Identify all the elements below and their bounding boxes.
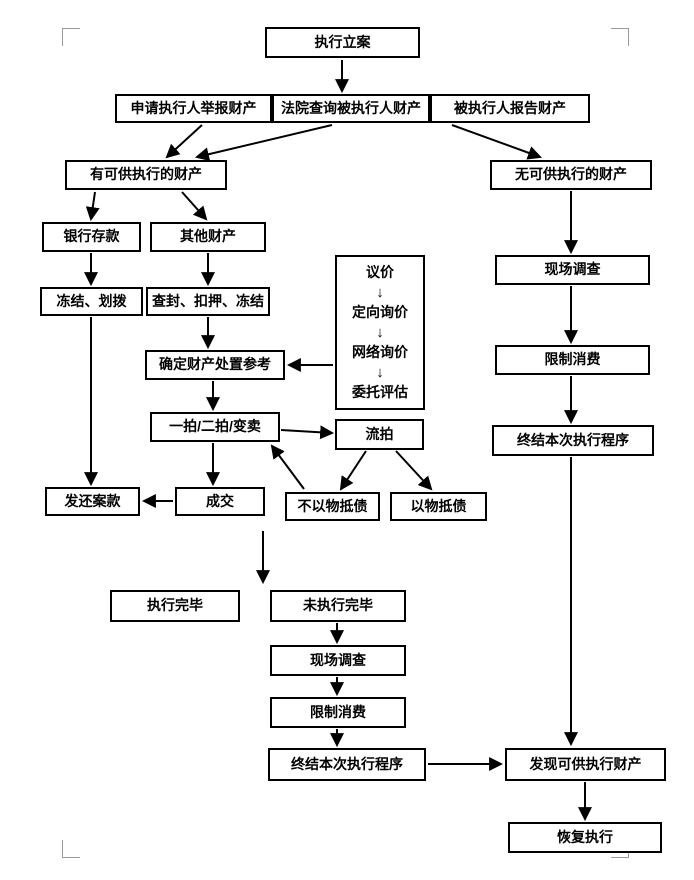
down-arrow-icon: ↓: [376, 284, 384, 302]
down-arrow-icon: ↓: [376, 363, 384, 381]
node-deal: 成交: [175, 487, 265, 516]
node-no-debt-offset: 不以物抵债: [285, 492, 380, 521]
node-no-property: 无可供执行的财产: [490, 160, 652, 190]
node-seal-seize-freeze: 查封、扣押、冻结: [146, 287, 270, 316]
node-freeze-transfer: 冻结、划拨: [40, 287, 143, 316]
page-corner-mark-bottom-left: [62, 840, 80, 858]
valuation-step-directed-inquiry: 定向询价: [352, 303, 408, 320]
node-limit-consumption-right: 限制消费: [495, 345, 650, 375]
node-auction: 一拍/二拍/变卖: [150, 412, 280, 442]
node-applicant-report: 申请执行人举报财产: [115, 94, 272, 123]
node-site-investigation-mid: 现场调查: [270, 645, 406, 676]
node-limit-consumption-mid: 限制消费: [270, 697, 406, 728]
page-corner-mark-top-right: [611, 28, 629, 46]
node-return-funds: 发还案款: [45, 487, 140, 516]
valuation-step-online-inquiry: 网络询价: [352, 343, 408, 360]
node-other-property: 其他财产: [150, 222, 266, 252]
node-court-inquiry: 法院查询被执行人财产: [272, 94, 430, 123]
node-debtor-report: 被执行人报告财产: [430, 94, 590, 123]
page-corner-mark-top-left: [62, 28, 80, 46]
node-determine-reference: 确定财产处置参考: [145, 350, 285, 380]
node-has-property: 有可供执行的财产: [65, 160, 227, 190]
node-site-investigation-right: 现场调查: [495, 255, 650, 285]
node-execution-incomplete: 未执行完毕: [270, 590, 406, 622]
node-filing: 执行立案: [265, 27, 420, 58]
node-bank-deposit: 银行存款: [42, 222, 141, 252]
node-resume-execution: 恢复执行: [508, 822, 662, 853]
node-execution-complete: 执行完毕: [110, 590, 240, 622]
down-arrow-icon: ↓: [376, 323, 384, 341]
node-valuation-methods: 议价 ↓ 定向询价 ↓ 网络询价 ↓ 委托评估: [335, 255, 425, 410]
valuation-step-entrusted-appraisal: 委托评估: [352, 383, 408, 400]
node-terminate-mid: 终结本次执行程序: [268, 748, 426, 781]
valuation-step-negotiated-price: 议价: [366, 264, 394, 280]
node-debt-offset: 以物抵债: [390, 492, 487, 521]
node-failed-auction: 流拍: [335, 419, 424, 450]
node-terminate-right: 终结本次执行程序: [492, 425, 654, 456]
node-found-property: 发现可供执行财产: [505, 748, 666, 781]
